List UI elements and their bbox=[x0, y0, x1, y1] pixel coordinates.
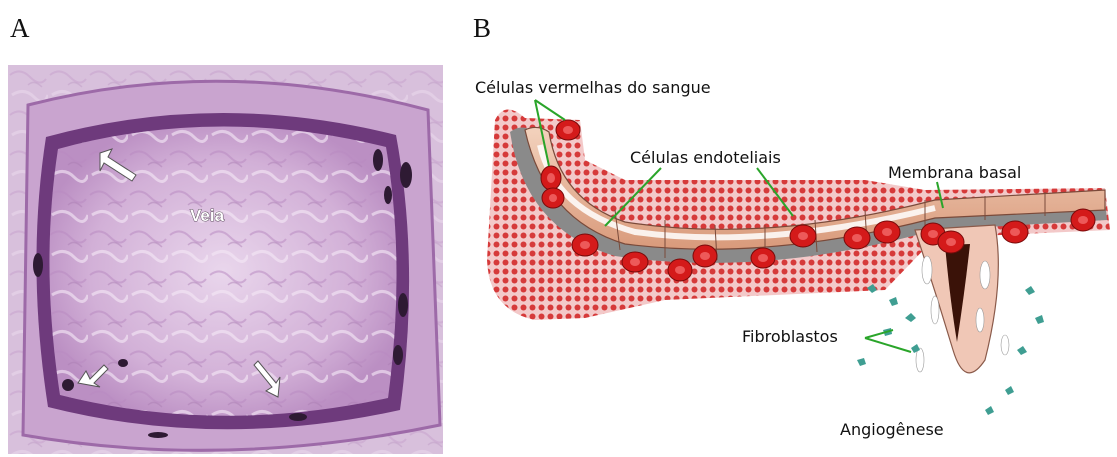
label-endothelial-cells: Células endoteliais bbox=[630, 148, 781, 167]
label-basal-membrane: Membrana basal bbox=[888, 163, 1021, 182]
vein-micrograph: Veia bbox=[8, 65, 443, 454]
vein-micrograph-figure: Veia bbox=[8, 65, 443, 454]
label-red-blood-cells: Células vermelhas do sangue bbox=[475, 78, 711, 97]
label-fibroblasts: Fibroblastos bbox=[742, 327, 838, 346]
vein-label: Veia bbox=[190, 206, 225, 225]
angiogenesis-diagram-figure: Células vermelhas do sangue Células endo… bbox=[465, 60, 1117, 457]
angiogenesis-diagram: Células vermelhas do sangue Células endo… bbox=[465, 60, 1117, 457]
panel-b-letter: B bbox=[473, 15, 491, 42]
panel-a-letter: A bbox=[10, 15, 30, 42]
label-angiogenesis: Angiogênese bbox=[840, 420, 944, 439]
